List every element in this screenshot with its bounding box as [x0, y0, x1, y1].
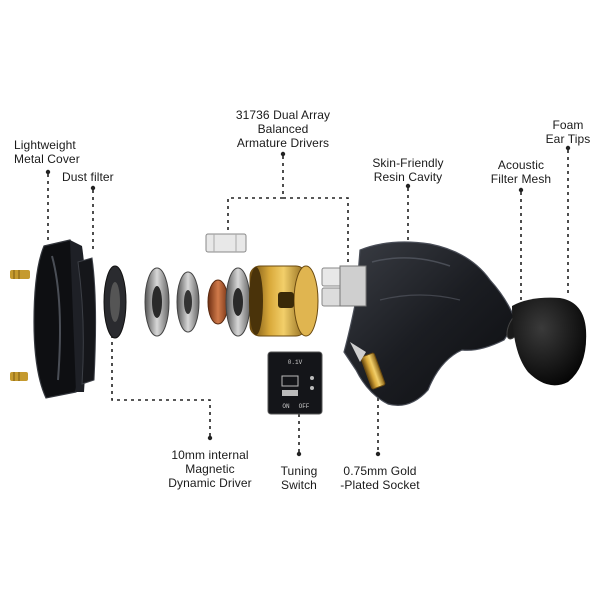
dust-filter-part	[77, 257, 97, 385]
label-ear-tips: Foam Ear Tips	[545, 118, 591, 146]
tuning-switch-board	[267, 351, 323, 415]
board-text-on: ON	[282, 403, 290, 410]
label-dust-filter: Dust filter	[62, 170, 114, 184]
label-socket: 0.75mm Gold -Plated Socket	[340, 464, 420, 492]
gold-chamber-part	[249, 265, 319, 337]
resin-shell-part	[339, 241, 517, 406]
label-metal-cover: Lightweight Metal Cover	[14, 138, 80, 166]
label-acoustic-mesh: Acoustic Filter Mesh	[490, 158, 552, 186]
board-text-off: OFF	[299, 403, 310, 410]
board-text-top: 0.1V	[288, 359, 303, 366]
label-dynamic-driver: 10mm internal Magnetic Dynamic Driver	[168, 448, 252, 490]
dynamic-driver-rings	[103, 265, 251, 339]
socket-part	[350, 342, 386, 390]
metal-cover-part	[10, 239, 87, 399]
label-tuning-switch: Tuning Switch	[280, 464, 318, 492]
label-ba-drivers: 31736 Dual Array Balanced Armature Drive…	[235, 108, 331, 150]
foam-ear-tip-part	[512, 297, 587, 386]
label-resin-cavity: Skin-Friendly Resin Cavity	[372, 156, 444, 184]
ba-driver-left	[205, 233, 247, 253]
